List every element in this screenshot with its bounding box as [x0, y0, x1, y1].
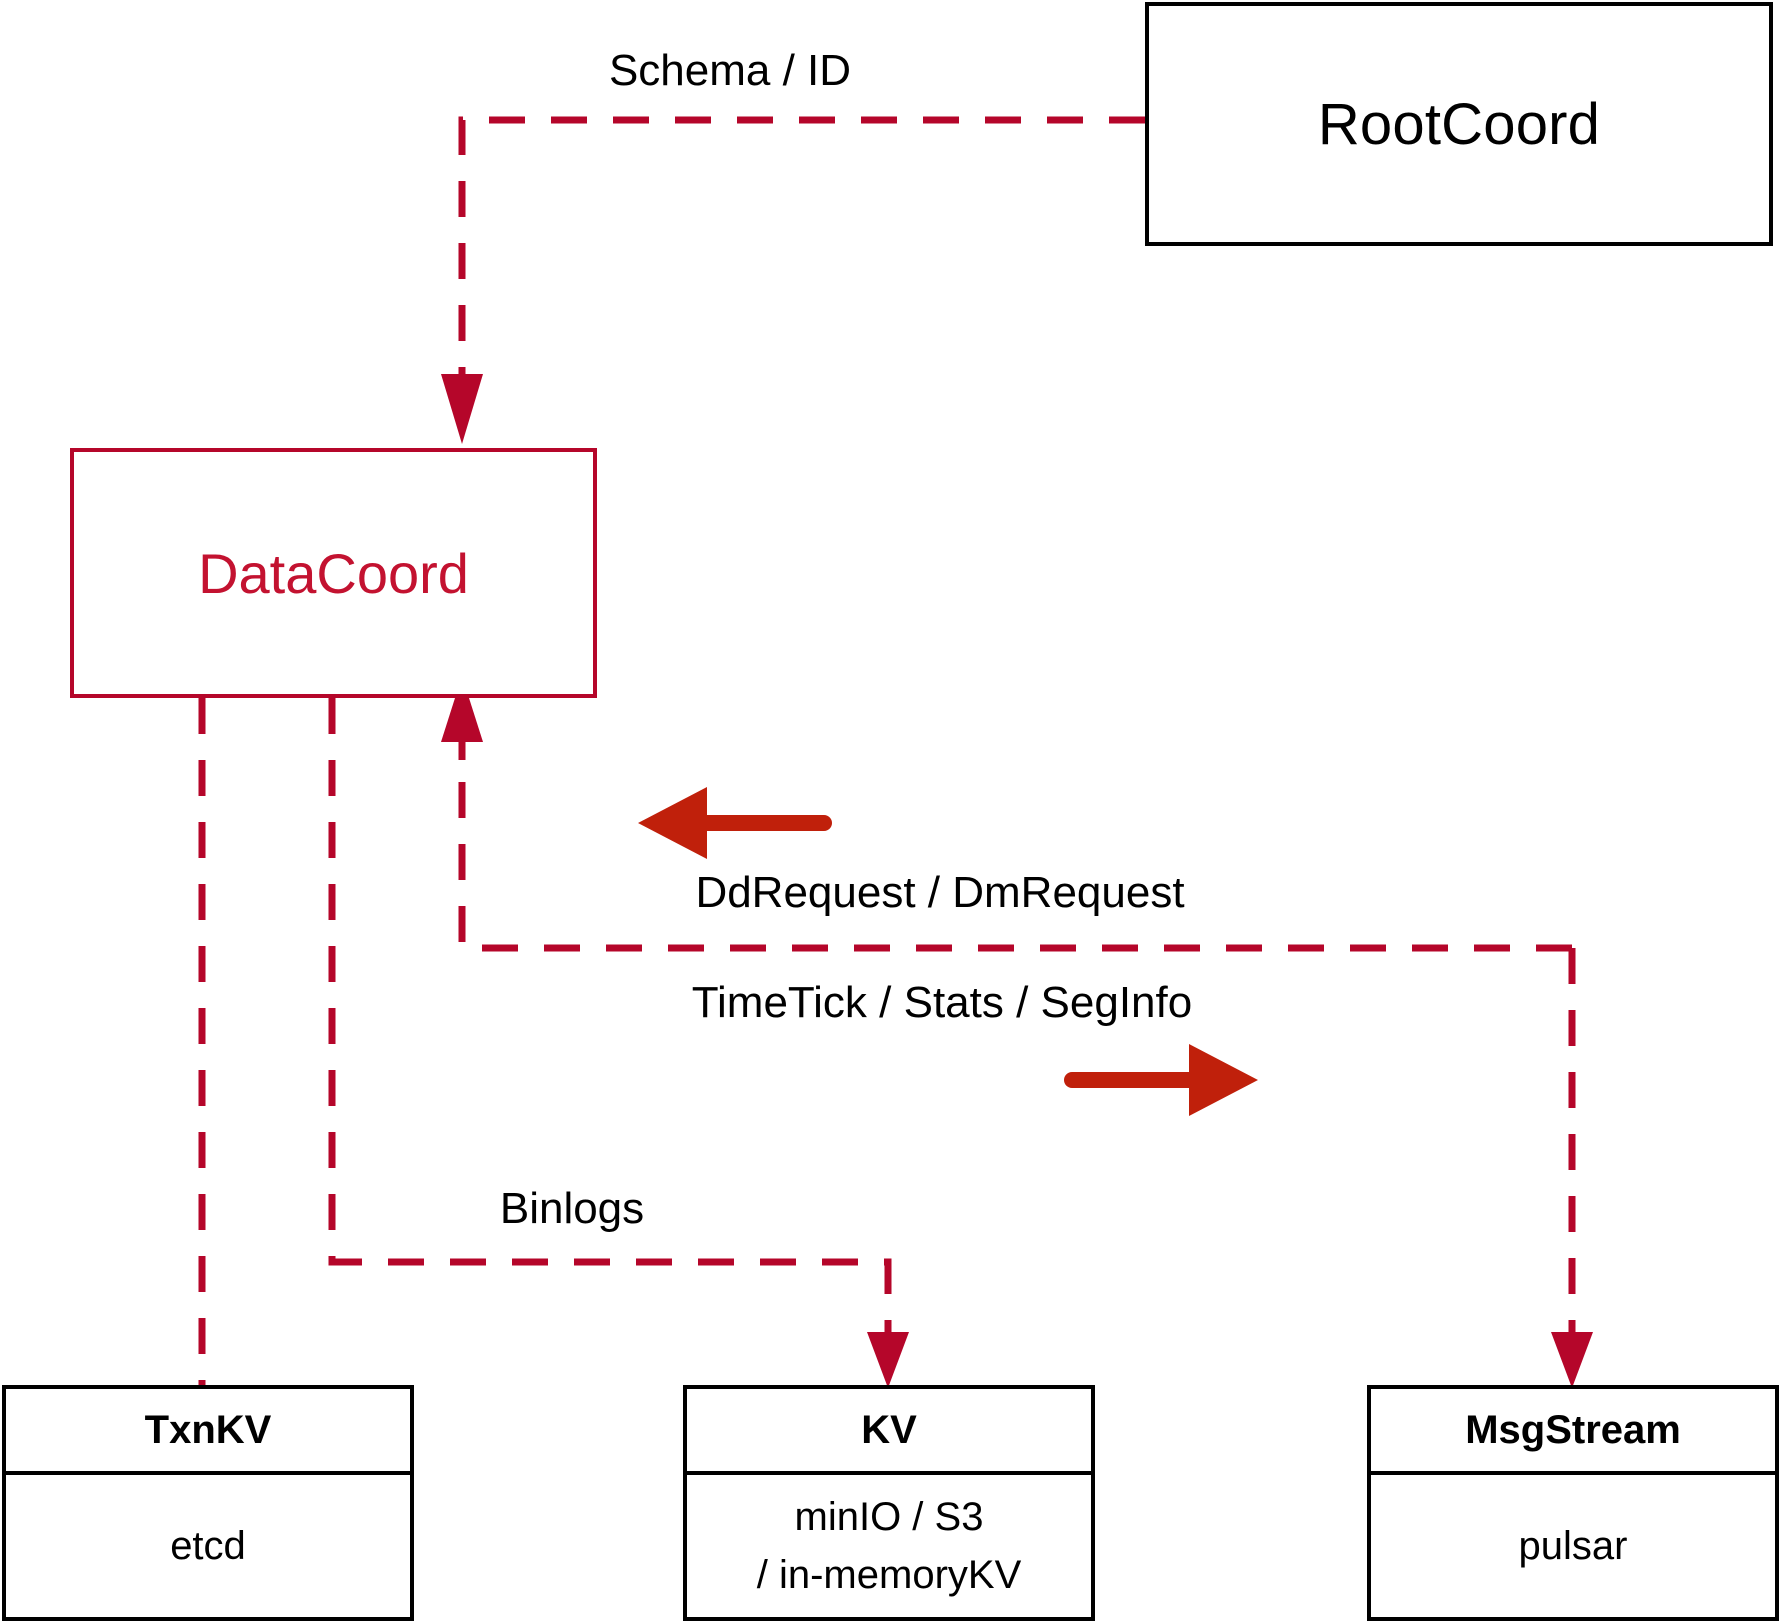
- kv-body: minIO / S3 / in-memoryKV: [687, 1475, 1091, 1617]
- msgstream-title: MsgStream: [1371, 1389, 1775, 1475]
- edge-label-timetick-stats-seginfo: TimeTick / Stats / SegInfo: [691, 978, 1193, 1027]
- node-kv[interactable]: KV minIO / S3 / in-memoryKV: [683, 1385, 1095, 1621]
- edge-schema-id: [441, 116, 1145, 444]
- datacoord-label: DataCoord: [198, 541, 469, 605]
- rootcoord-label: RootCoord: [1317, 91, 1601, 157]
- node-rootcoord[interactable]: RootCoord: [1145, 2, 1773, 246]
- left-pointing-arrow: [638, 787, 832, 859]
- msgstream-impl-line-1: pulsar: [1518, 1524, 1628, 1568]
- edge-label-ddrequest-dmrequest: DdRequest / DmRequest: [695, 868, 1185, 917]
- arrowhead-down-msgstream: [1551, 1332, 1593, 1388]
- edge-msgstream-link: [1551, 948, 1593, 1388]
- node-txnkv[interactable]: TxnKV etcd: [2, 1385, 414, 1621]
- right-pointing-arrow: [1064, 1044, 1258, 1116]
- kv-title: KV: [687, 1389, 1091, 1475]
- edge-ddrequest-dmrequest: [441, 676, 1572, 952]
- node-datacoord[interactable]: DataCoord: [70, 448, 597, 698]
- edge-label-schema-id: Schema / ID: [608, 46, 852, 95]
- arrowhead-down-kv: [867, 1332, 909, 1388]
- arrowhead-down-datacoord: [441, 374, 483, 444]
- txnkv-body: etcd: [6, 1475, 410, 1617]
- txnkv-impl-line-1: etcd: [170, 1524, 246, 1568]
- edge-datacoord-kv-binlogs: [328, 698, 909, 1388]
- arrowhead-up-datacoord: [441, 676, 483, 742]
- txnkv-title: TxnKV: [6, 1389, 410, 1475]
- msgstream-body: pulsar: [1371, 1475, 1775, 1617]
- edge-label-binlogs: Binlogs: [499, 1184, 645, 1233]
- node-msgstream[interactable]: MsgStream pulsar: [1367, 1385, 1779, 1621]
- kv-impl-line-2: / in-memoryKV: [756, 1553, 1022, 1597]
- kv-impl-line-1: minIO / S3: [794, 1495, 984, 1539]
